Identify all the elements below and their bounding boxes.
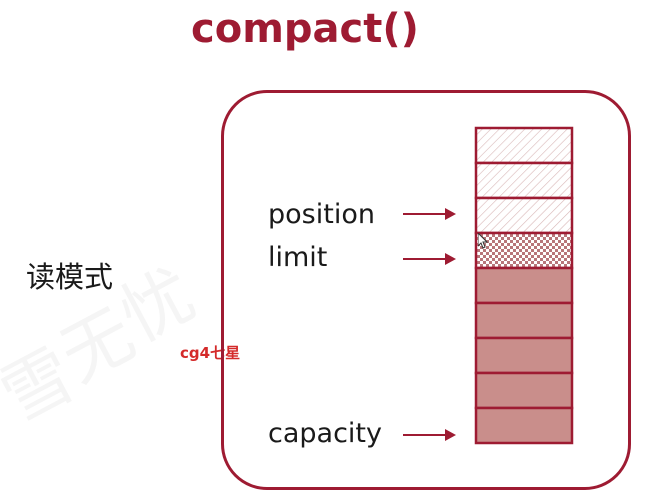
position-arrow: [403, 208, 456, 220]
buffer-diagram: [474, 126, 574, 445]
limit-arrow: [403, 253, 456, 265]
capacity-label: capacity: [268, 418, 382, 449]
mode-label: 读模式: [26, 260, 114, 294]
buffer-cells: [474, 126, 574, 445]
buffer-cell-free: [474, 371, 574, 410]
buffer-cell-free: [474, 336, 574, 375]
buffer-cell-read: [474, 161, 574, 200]
buffer-cell-free: [474, 406, 574, 445]
buffer-cell-unread: [474, 231, 574, 270]
slide: 雪 无 忧 compact() 读模式 cg4七星 position limit…: [26, 6, 631, 490]
limit-label: limit: [268, 242, 328, 273]
slide-title: compact(): [191, 6, 419, 52]
buffer-cell-free: [474, 301, 574, 340]
watermark-label: cg4七星: [180, 344, 241, 362]
mouse-cursor-icon: [478, 233, 488, 249]
position-label: position: [268, 199, 375, 230]
capacity-arrow: [403, 429, 456, 441]
buffer-cell-read: [474, 126, 574, 165]
buffer-cell-read: [474, 196, 574, 235]
buffer-cell-free: [474, 266, 574, 305]
